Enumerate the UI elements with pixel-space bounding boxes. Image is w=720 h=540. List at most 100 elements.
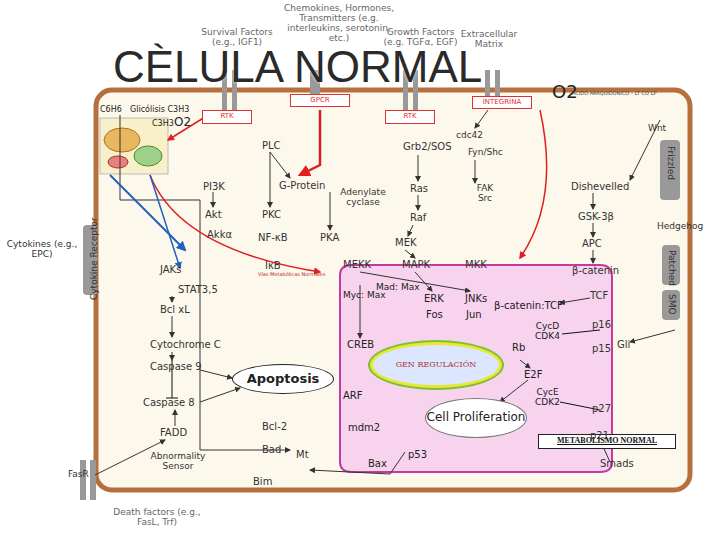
pathway-label: Caspase 9 — [150, 361, 202, 372]
pathway-label: Vías Metabólicas Normales — [258, 272, 325, 278]
pathway-label: p21 — [590, 430, 609, 441]
pathway-arrow — [408, 225, 413, 236]
pathway-arrow — [120, 115, 290, 450]
pathway-label: p16 — [592, 319, 611, 330]
receptor-bar — [662, 245, 680, 285]
node-box: RTK — [202, 110, 252, 124]
pathway-label: Cytokines (e.g., EPC) — [2, 240, 82, 260]
pathway-label: Survival Factors (e.g., IGF1) — [192, 28, 282, 48]
cell-membrane — [96, 90, 690, 490]
organelle — [134, 146, 162, 166]
pathway-arrow — [175, 410, 176, 426]
pathway-label: FasR — [68, 470, 89, 480]
pathway-arrow — [560, 298, 590, 303]
pathway-arrow — [593, 250, 594, 263]
pathway-label: p53 — [408, 449, 427, 460]
pathway-label: ARF — [343, 390, 363, 401]
pathway-label: MEKK — [343, 259, 371, 270]
pathway-label: Rb — [512, 342, 525, 353]
pathway-label: PLC — [262, 140, 281, 151]
node-box: INTEGRINA — [472, 96, 532, 109]
pathway-arrow — [172, 352, 173, 360]
pathway-arrow — [593, 223, 594, 237]
receptor-bar — [80, 460, 86, 500]
pathway-label: Adenylate cyclase — [332, 188, 394, 208]
pathway-label: Cytochrome C — [150, 339, 221, 350]
pathway-label: TCF — [590, 290, 608, 301]
pathway-label: MAPK — [402, 259, 430, 270]
node-text: RTK — [220, 113, 233, 121]
pathway-label: Hedgehog — [657, 222, 703, 232]
pathway-label: JAKs — [160, 264, 181, 275]
pathway-label: CycE CDK2 — [530, 388, 565, 408]
inhibition-lines — [166, 330, 600, 410]
node-text: INTEGRINA — [483, 99, 521, 107]
pathway-label: β-catenin — [572, 265, 619, 276]
node-box: Cell Proliferation — [425, 398, 527, 438]
pathway-label: Fos — [426, 309, 443, 320]
pathway-label: CREB — [347, 339, 374, 350]
pathway-label: cdc42 — [456, 131, 483, 141]
node-box: GPCR — [290, 94, 350, 107]
pathway-arrow — [270, 152, 271, 207]
pathway-label: Smads — [600, 458, 634, 469]
pathway-arrow — [418, 195, 419, 210]
pathway-label: G-Protein — [279, 180, 325, 191]
node-text: GEN REGULACIÓN — [396, 361, 477, 370]
pathway-label: PI3K — [203, 181, 225, 192]
pathway-label: MEK — [395, 237, 417, 248]
pathway-label: Ras — [410, 183, 428, 194]
node-text: GPCR — [310, 97, 329, 105]
receptors — [80, 70, 680, 500]
pathway-label: Wnt — [648, 124, 666, 134]
pathway-label: Gli — [617, 339, 630, 350]
pathway-arrow — [330, 192, 331, 230]
inhibition-line — [562, 330, 600, 334]
pathway-arrow — [172, 296, 173, 302]
pathway-label: Cytokine Receptor — [90, 217, 100, 300]
pathway-label: C3H3 — [152, 120, 174, 129]
pathway-label: PKC — [262, 209, 281, 220]
blue-arrow — [110, 175, 185, 250]
pathway-arrow — [200, 388, 240, 402]
pathway-arrow — [270, 152, 290, 178]
blue-arrow — [150, 175, 180, 268]
pathway-label: Growth Factors (e.g. TGFα, EGF) — [378, 28, 463, 48]
pathway-arrow — [213, 192, 214, 207]
node-text: Apoptosis — [247, 372, 320, 386]
pathway-label: GSK-3β — [578, 211, 614, 222]
receptor-bar — [662, 290, 680, 320]
pathway-arrow — [520, 360, 530, 368]
receptor-bar — [660, 140, 680, 200]
pathway-label: O2 — [174, 116, 191, 129]
pathway-label: STAT3,5 — [178, 284, 218, 295]
pathway-label: FADD — [160, 427, 187, 438]
node-text: RTK — [403, 113, 416, 121]
pathway-label: Bcl xL — [160, 304, 190, 315]
pathway-label: mdm2 — [348, 422, 380, 433]
node-box: RTK — [385, 110, 435, 124]
pathway-label: p27 — [592, 403, 611, 414]
pathway-label: Frizzled — [665, 146, 675, 180]
pathway-label: Caspase 8 — [143, 397, 195, 408]
pathway-arrow — [475, 160, 476, 183]
pathway-label: Bax — [368, 458, 387, 469]
diagram-title: CÈLULA NORMAL — [113, 42, 482, 92]
receptor-bar — [90, 460, 96, 500]
mitochondrion — [104, 128, 140, 152]
pathway-arrow — [310, 452, 405, 474]
pathway-arrows — [95, 110, 675, 475]
pathway-arrow — [500, 380, 528, 402]
pathway-label: Grb2/SOS — [403, 141, 452, 152]
pathway-label: Glicólisis C3H3 — [130, 106, 189, 115]
pathway-arrow — [200, 370, 232, 378]
pathway-label: Akkα — [207, 229, 232, 240]
pathway-label: Abnormality Sensor — [150, 452, 206, 472]
pathway-label: Akt — [205, 209, 222, 220]
pathway-arrow — [405, 250, 415, 258]
pathway-label: PKA — [320, 232, 339, 243]
node-box: GEN REGULACIÓN — [370, 342, 502, 388]
pathway-label: Patched — [666, 250, 676, 286]
node-box: Apoptosis — [232, 364, 334, 394]
